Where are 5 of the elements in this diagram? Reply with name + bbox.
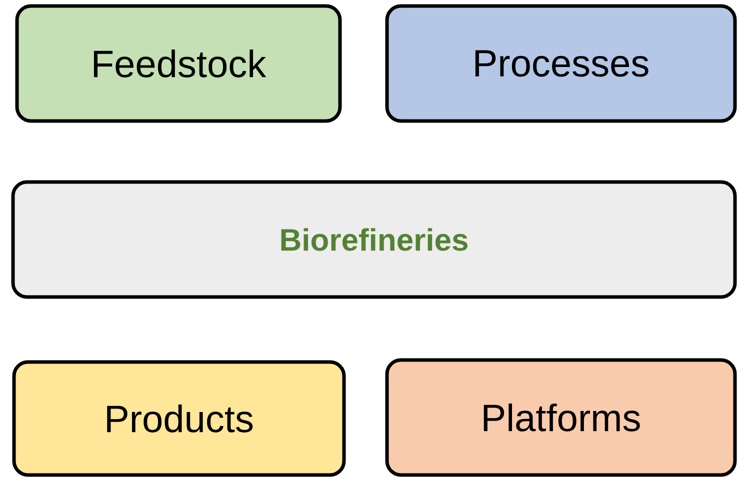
category-box: Biorefineries — [11, 180, 737, 299]
category-box: Products — [12, 360, 346, 477]
category-box: Feedstock — [15, 4, 342, 123]
category-box: Platforms — [385, 358, 737, 477]
category-box: Processes — [385, 4, 737, 123]
